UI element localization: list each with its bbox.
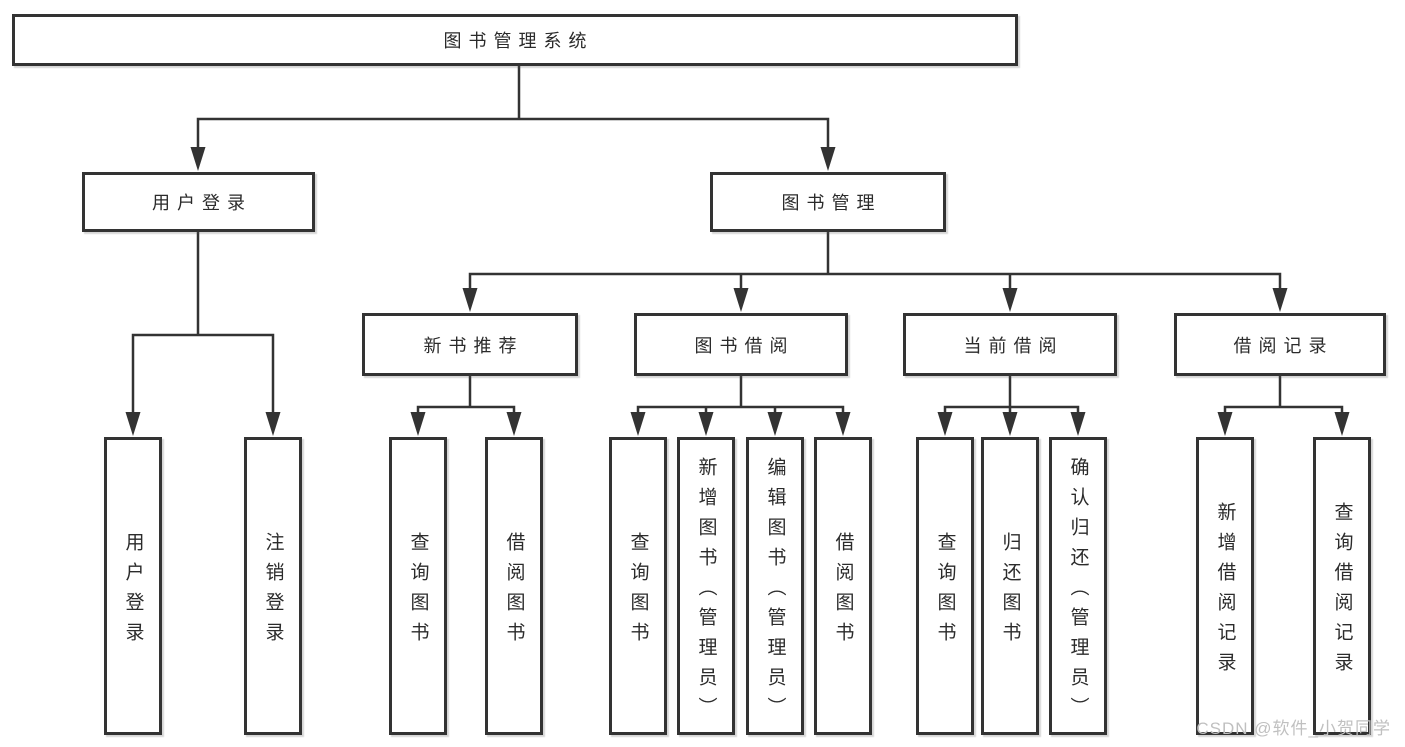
arrowhead-leaf-user-login [125,412,141,436]
connector-book-mgmt-branch [468,232,1282,291]
arrowhead-cb-query [937,412,953,436]
arrowhead-book-borrow [733,288,749,312]
arrowhead-rec-borrow [506,412,522,436]
arrowhead-book-mgmt [820,147,836,171]
connector-new-book-rec-branch [416,376,516,415]
node-user-login: 用户登录 [82,172,315,232]
node-label: 新增借阅记录 [1214,501,1236,682]
node-new-book-recommend: 新书推荐 [362,313,578,376]
node-label: 借阅图书 [832,531,854,652]
node-label: 查询图书 [627,531,649,652]
arrowhead-new-book-rec [462,288,478,312]
arrowhead-cb-confirm [1070,412,1086,436]
connector-book-borrow-branch [636,376,845,415]
node-leaf-logout: 注销登录 [244,437,302,735]
node-leaf-cb-return-books: 归还图书 [981,437,1039,735]
arrowhead-user-login [190,147,206,171]
arrowhead-borrow-record [1272,288,1288,312]
node-label: 确认归还（管理员） [1067,456,1089,727]
node-book-management: 图书管理 [710,172,946,232]
connector-user-login-branch [131,232,275,415]
arrowhead-br-add [1217,412,1233,436]
node-label: 归还图书 [999,531,1021,652]
node-label: 用户登录 [122,531,144,652]
node-label: 借阅图书 [503,531,525,652]
arrowhead-cb-return [1002,412,1018,436]
arrowhead-br-query [1334,412,1350,436]
arrowhead-leaf-logout [265,412,281,436]
arrowhead-rec-query [410,412,426,436]
node-borrow-record: 借阅记录 [1174,313,1386,376]
node-label: 查询借阅记录 [1331,501,1353,682]
node-leaf-cb-confirm-return-admin: 确认归还（管理员） [1049,437,1107,735]
node-label: 新增图书（管理员） [695,456,717,727]
node-leaf-rec-query-books: 查询图书 [389,437,447,735]
connector-root-to-level2 [196,66,830,150]
node-label: 编辑图书（管理员） [764,456,786,727]
arrowhead-bb-add [698,412,714,436]
node-leaf-user-login: 用户登录 [104,437,162,735]
node-leaf-br-query-record: 查询借阅记录 [1313,437,1371,735]
csdn-watermark: CSDN @软件_小贺同学 [1196,719,1391,738]
connector-current-borrow-branch [943,376,1080,415]
node-leaf-cb-query-books: 查询图书 [916,437,974,735]
node-leaf-bb-edit-books-admin: 编辑图书（管理员） [746,437,804,735]
node-book-borrow: 图书借阅 [634,313,848,376]
connector-borrow-record-branch [1223,376,1344,415]
node-leaf-bb-borrow-books: 借阅图书 [814,437,872,735]
arrowhead-bb-query [630,412,646,436]
node-leaf-br-add-record: 新增借阅记录 [1196,437,1254,735]
node-label: 查询图书 [934,531,956,652]
node-leaf-bb-add-books-admin: 新增图书（管理员） [677,437,735,735]
arrowhead-bb-edit [767,412,783,436]
arrowhead-current-borrow [1002,288,1018,312]
node-leaf-rec-borrow-books: 借阅图书 [485,437,543,735]
node-root: 图书管理系统 [12,14,1018,66]
node-label: 注销登录 [262,531,284,652]
node-current-borrow: 当前借阅 [903,313,1117,376]
node-label: 查询图书 [407,531,429,652]
node-leaf-bb-query-books: 查询图书 [609,437,667,735]
arrowhead-bb-borrow [835,412,851,436]
